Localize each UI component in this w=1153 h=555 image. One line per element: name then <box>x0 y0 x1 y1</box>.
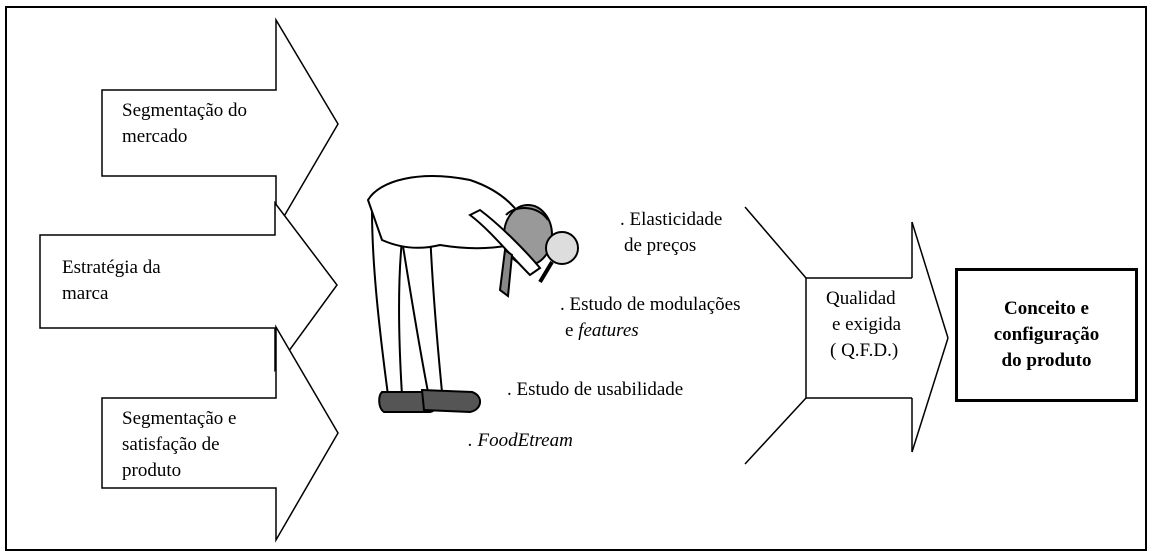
input-label-brand-line1: Estratégia da <box>62 255 161 281</box>
study-foodstream: . FoodEtream <box>468 428 573 454</box>
input-label-market: Segmentação do mercado <box>122 98 247 150</box>
input-label-market-line1: Segmentação do <box>122 98 247 124</box>
study-modulation: . Estudo de modulações e features <box>560 292 740 344</box>
input-label-market-line2: mercado <box>122 124 247 150</box>
input-label-product-line1: Segmentação e <box>122 406 236 432</box>
study-elasticity-line1: . Elasticidade <box>620 207 722 233</box>
study-modulation-line1: . Estudo de modulações <box>560 292 740 318</box>
output-line1: Conceito e <box>994 296 1100 322</box>
study-usability: . Estudo de usabilidade <box>507 377 683 403</box>
input-label-brand-line2: marca <box>62 281 161 307</box>
qfd-label-line1: Qualidad <box>826 286 901 312</box>
output-box: Conceito e configuração do produto <box>955 268 1138 402</box>
qfd-label-line3: ( Q.F.D.) <box>826 338 901 364</box>
study-modulation-line2-prefix: e <box>565 320 578 341</box>
input-label-product: Segmentação e satisfação de produto <box>122 406 236 484</box>
input-label-product-line2: satisfação de <box>122 432 236 458</box>
qfd-label: Qualidad e exigida ( Q.F.D.) <box>826 286 901 364</box>
input-label-brand: Estratégia da marca <box>62 255 161 307</box>
study-elasticity: . Elasticidade de preços <box>620 207 722 259</box>
study-modulation-features: features <box>578 320 639 341</box>
qfd-label-line2: e exigida <box>826 312 901 338</box>
input-label-product-line3: produto <box>122 458 236 484</box>
output-line2: configuração <box>994 322 1100 348</box>
output-line3: do produto <box>994 348 1100 374</box>
study-elasticity-line2: de preços <box>620 233 722 259</box>
